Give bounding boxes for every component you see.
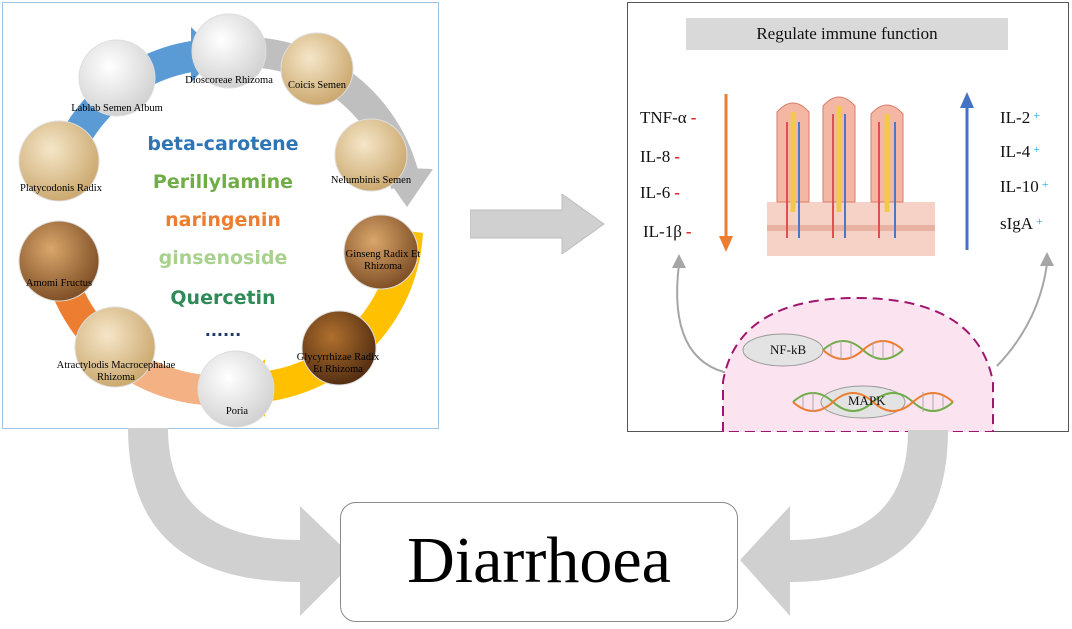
up-arrow-icon xyxy=(960,92,974,250)
herb-photos xyxy=(18,13,419,428)
decreased-cytokine: IL-1β- xyxy=(643,222,692,241)
immune-title: Regulate immune function xyxy=(686,18,1008,50)
herb-label: Nelumbinis Semen xyxy=(330,175,412,186)
signal-arrow-left-icon xyxy=(672,254,733,375)
herb-photo-lablab xyxy=(78,39,156,117)
signal-arrow-right-icon xyxy=(996,252,1054,367)
herb-label: Atractylodis Macrocephalae Rhizoma xyxy=(56,360,176,383)
mapk-label: MAPK xyxy=(848,393,886,408)
compound-label: ginsenoside xyxy=(158,247,288,269)
down-arrow-icon xyxy=(719,94,733,252)
right-arrow-icon xyxy=(470,194,605,254)
increased-cytokine: IL-10+ xyxy=(1000,177,1049,196)
compound-label: beta-carotene xyxy=(147,133,299,155)
herb-photo-coicis xyxy=(280,32,354,106)
herb-photo-amomi xyxy=(18,220,100,302)
herb-photo-glycyrrhizae xyxy=(301,310,377,386)
herb-photo-atractylodis xyxy=(74,306,156,388)
nfkb-label: NF-kB xyxy=(770,342,807,357)
herb-photo-poria xyxy=(197,350,275,428)
herb-label: Ginseng Radix Et Rhizoma xyxy=(345,249,421,272)
decreased-cytokine: IL-6- xyxy=(640,183,680,202)
outcome-label: Diarrhoea xyxy=(407,524,671,597)
herb-photo-nelumbinis xyxy=(334,118,408,192)
herb-label: Dioscoreae Rhizoma xyxy=(185,75,273,86)
dna-helix-icon xyxy=(822,340,904,360)
nucleus-shape xyxy=(722,296,994,432)
herb-label: Coicis Semen xyxy=(287,80,347,91)
herb-label: Amomi Fructus xyxy=(25,278,93,289)
outcome-box: Diarrhoea xyxy=(340,502,738,622)
herb-photo-platycodonis xyxy=(18,120,100,202)
decreased-cytokine: IL-8- xyxy=(640,147,680,166)
compound-label: naringenin xyxy=(165,209,281,231)
compound-ellipsis: ...... xyxy=(204,321,242,340)
compound-label: Quercetin xyxy=(170,287,276,309)
herb-label: Lablab Semen Album xyxy=(71,103,163,114)
herbal-formula-panel: Dioscoreae Rhizoma Coicis Semen Lablab S… xyxy=(2,2,439,429)
curved-arrow-left-icon xyxy=(128,428,356,616)
herb-label: Poria xyxy=(225,406,249,417)
herb-label: Platycodonis Radix xyxy=(20,183,102,194)
herb-label: Glycyrrhizae Radix Et Rhizoma xyxy=(296,352,380,375)
dna-helix-icon xyxy=(792,392,954,412)
increased-cytokine: sIgA+ xyxy=(1000,214,1043,233)
compound-label: Perillylamine xyxy=(152,171,294,193)
curved-arrow-right-icon xyxy=(740,430,948,616)
decreased-cytokine: TNF-α- xyxy=(640,108,697,127)
increased-cytokine: IL-4+ xyxy=(1000,142,1040,161)
increased-cytokine: IL-2+ xyxy=(1000,108,1040,127)
intestinal-villi-icon xyxy=(767,90,935,256)
immune-diagram xyxy=(672,90,1054,432)
herb-photo-dioscoreae xyxy=(191,13,267,89)
herb-photo-ginseng xyxy=(343,214,419,290)
